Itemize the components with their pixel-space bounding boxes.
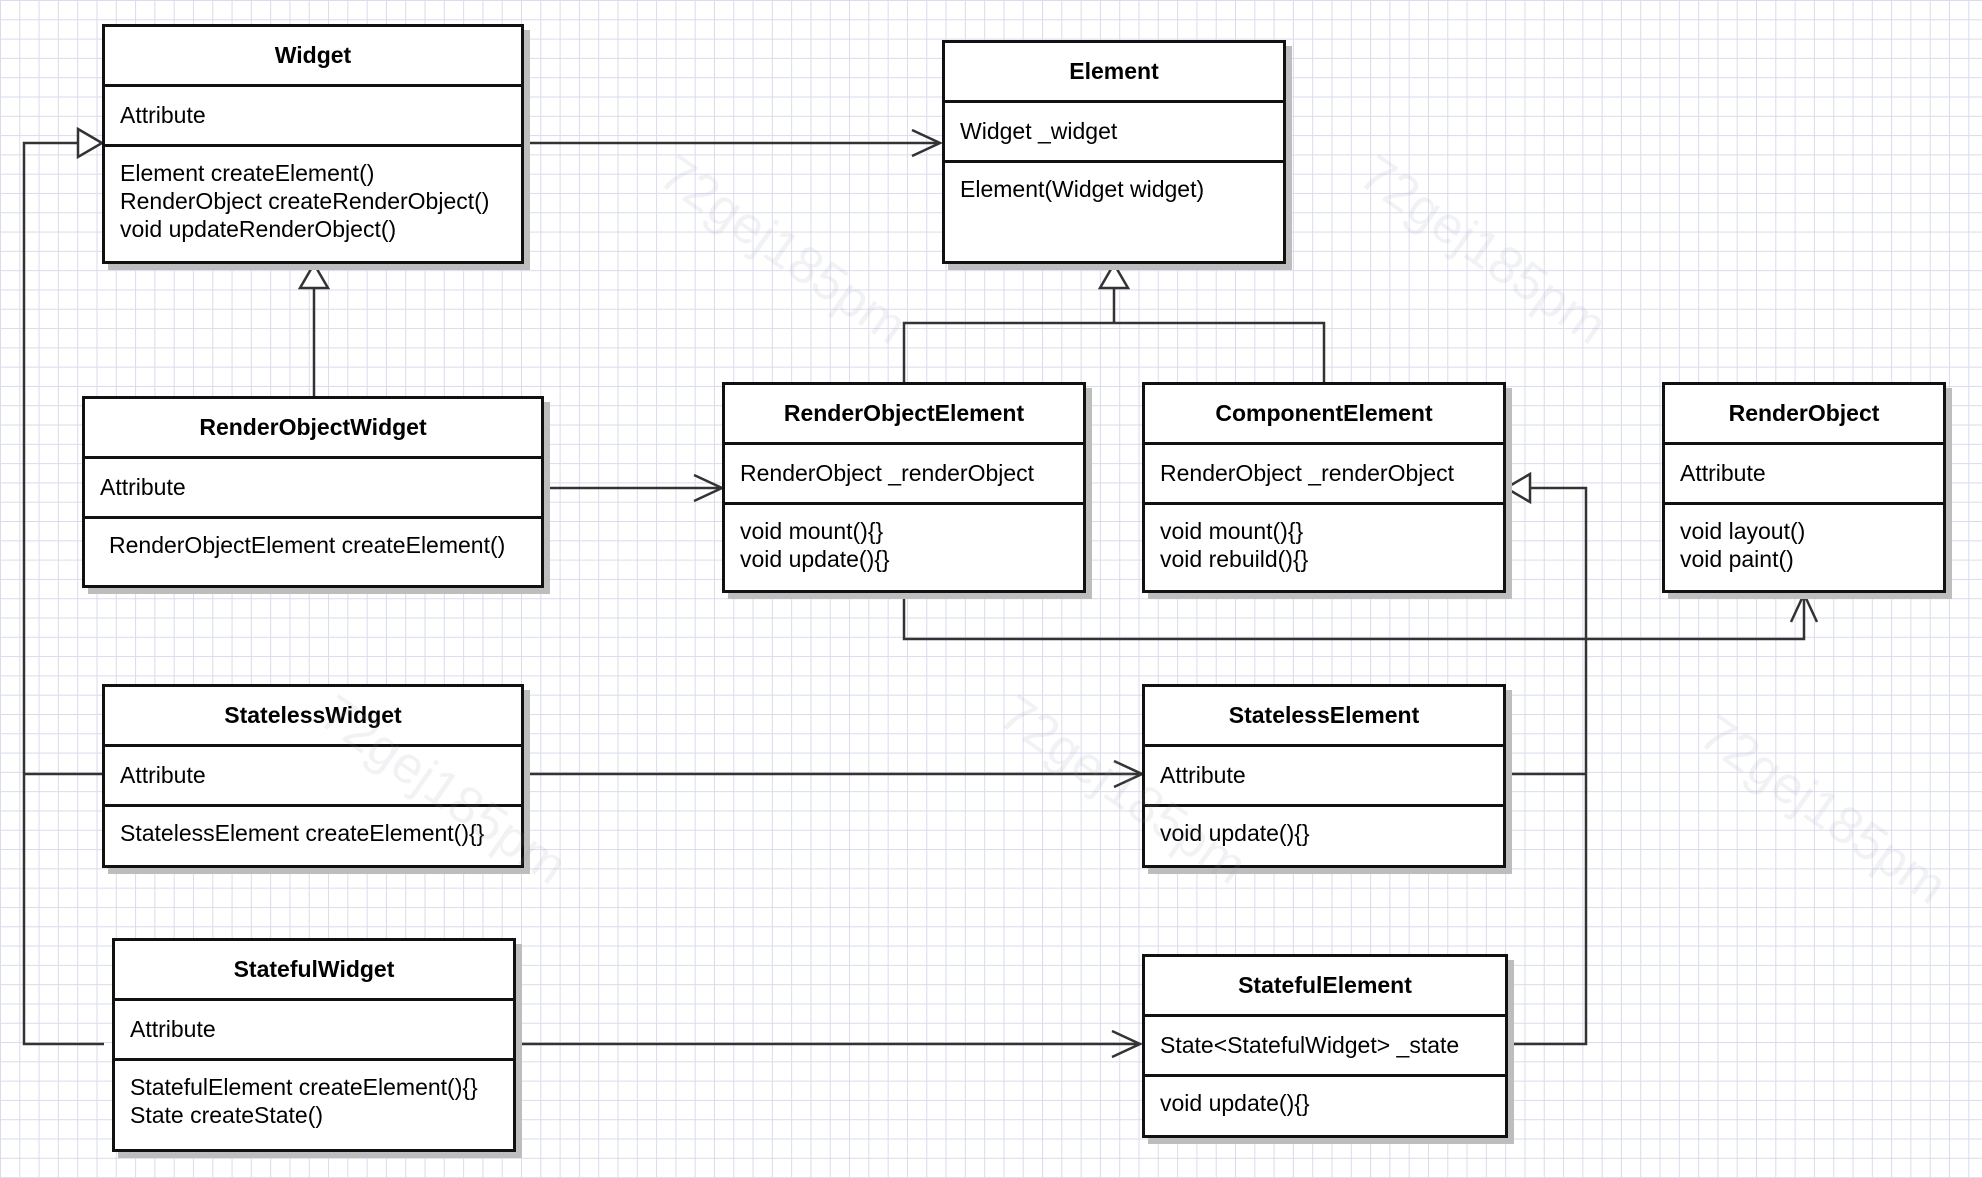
class-operation: void updateRenderObject() bbox=[120, 216, 397, 242]
class-stateless-widget[interactable]: StatelessWidget Attribute StatelessEleme… bbox=[102, 684, 524, 868]
class-operation: void update(){} bbox=[1160, 1090, 1310, 1116]
hollow-triangle-element bbox=[1097, 261, 1131, 290]
class-name: Widget bbox=[105, 27, 521, 87]
class-attribute: Attribute bbox=[1145, 747, 1503, 807]
class-operations: StatelessElement createElement(){} bbox=[105, 807, 521, 847]
class-operation: RenderObjectElement createElement() bbox=[109, 532, 506, 558]
class-stateful-widget[interactable]: StatefulWidget Attribute StatefulElement… bbox=[112, 938, 516, 1152]
class-name: RenderObjectWidget bbox=[85, 399, 541, 459]
class-operation: void paint() bbox=[1680, 546, 1794, 572]
class-attribute: RenderObject _renderObject bbox=[725, 445, 1083, 505]
class-stateful-element[interactable]: StatefulElement State<StatefulWidget> _s… bbox=[1142, 954, 1508, 1138]
class-attribute: Attribute bbox=[105, 87, 521, 147]
class-operation: StatefulElement createElement(){} bbox=[130, 1074, 478, 1100]
class-name: RenderObject bbox=[1665, 385, 1943, 445]
class-operations: void mount(){} void update(){} bbox=[725, 505, 1083, 573]
class-attribute: RenderObject _renderObject bbox=[1145, 445, 1503, 505]
class-render-object-element[interactable]: RenderObjectElement RenderObject _render… bbox=[722, 382, 1086, 593]
class-attribute: State<StatefulWidget> _state bbox=[1145, 1017, 1505, 1077]
class-component-element[interactable]: ComponentElement RenderObject _renderObj… bbox=[1142, 382, 1506, 593]
class-operations: void update(){} bbox=[1145, 1077, 1505, 1117]
class-operations: StatefulElement createElement(){} State … bbox=[115, 1061, 513, 1129]
class-attribute: Attribute bbox=[1665, 445, 1943, 505]
hollow-triangle-widget-bottom bbox=[297, 261, 331, 290]
class-operation: void update(){} bbox=[740, 546, 890, 572]
class-attribute: Widget _widget bbox=[945, 103, 1283, 163]
class-attribute: Attribute bbox=[105, 747, 521, 807]
class-render-object-widget[interactable]: RenderObjectWidget Attribute RenderObjec… bbox=[82, 396, 544, 588]
class-operation: void layout() bbox=[1680, 518, 1806, 544]
open-arrowhead bbox=[1789, 591, 1819, 623]
class-operations: void layout() void paint() bbox=[1665, 505, 1943, 573]
generalization-stateful-element bbox=[1504, 486, 1588, 1046]
class-name: StatefulWidget bbox=[115, 941, 513, 1001]
class-operations: void mount(){} void rebuild(){} bbox=[1145, 505, 1503, 573]
class-name: ComponentElement bbox=[1145, 385, 1503, 445]
class-stateless-element[interactable]: StatelessElement Attribute void update()… bbox=[1142, 684, 1506, 868]
hollow-triangle-component-element bbox=[1503, 471, 1532, 505]
open-arrowhead bbox=[911, 128, 943, 158]
class-name: StatelessWidget bbox=[105, 687, 521, 747]
class-operation: Element(Widget widget) bbox=[960, 176, 1205, 202]
class-attribute: Attribute bbox=[85, 459, 541, 519]
class-operation: State createState() bbox=[130, 1102, 324, 1128]
class-operation: Element createElement() bbox=[120, 160, 375, 186]
class-name: StatelessElement bbox=[1145, 687, 1503, 747]
class-operation: void mount(){} bbox=[1160, 518, 1304, 544]
class-widget[interactable]: Widget Attribute Element createElement()… bbox=[102, 24, 524, 264]
class-attribute: Attribute bbox=[115, 1001, 513, 1061]
class-element[interactable]: Element Widget _widget Element(Widget wi… bbox=[942, 40, 1286, 264]
class-operation: void rebuild(){} bbox=[1160, 546, 1309, 572]
class-operation: void update(){} bbox=[1160, 820, 1310, 846]
generalization-render-object-element bbox=[902, 321, 1326, 382]
generalization-trunk-left bbox=[22, 141, 104, 1046]
class-operation: void mount(){} bbox=[740, 518, 884, 544]
class-operation: StatelessElement createElement(){} bbox=[120, 820, 485, 846]
class-operations: Element createElement() RenderObject cre… bbox=[105, 147, 521, 243]
class-operations: RenderObjectElement createElement() bbox=[85, 519, 541, 559]
association-roe-render-object bbox=[902, 593, 1806, 641]
class-operation: RenderObject createRenderObject() bbox=[120, 188, 490, 214]
class-name: StatefulElement bbox=[1145, 957, 1505, 1017]
class-render-object[interactable]: RenderObject Attribute void layout() voi… bbox=[1662, 382, 1946, 593]
class-name: RenderObjectElement bbox=[725, 385, 1083, 445]
class-operations: void update(){} bbox=[1145, 807, 1503, 847]
hollow-triangle-widget-left bbox=[76, 126, 105, 160]
class-name: Element bbox=[945, 43, 1283, 103]
open-arrowhead bbox=[1111, 1029, 1143, 1059]
class-operations: Element(Widget widget) bbox=[945, 163, 1283, 203]
